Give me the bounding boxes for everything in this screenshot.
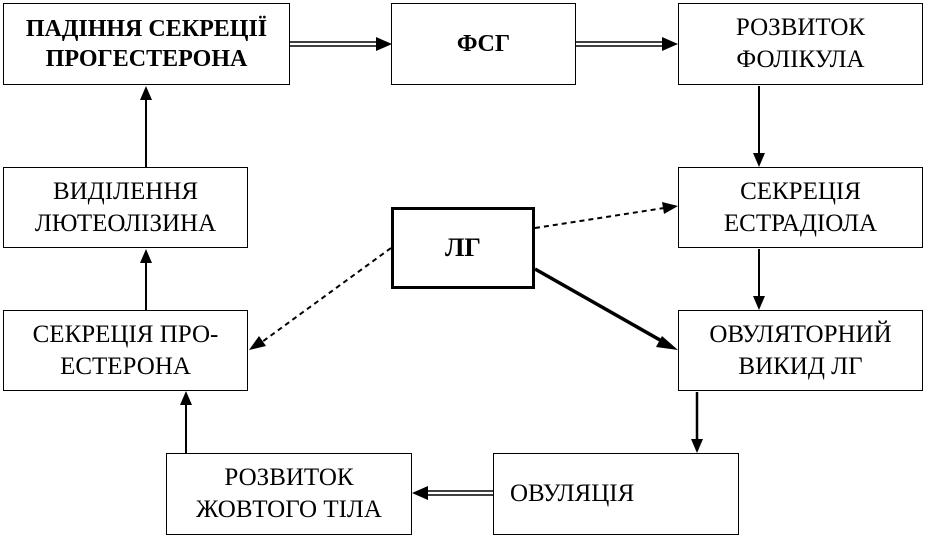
node-ovulation: ОВУЛЯЦІЯ	[493, 453, 739, 535]
node-follicle-growth-line-2: ФОЛІКУЛА	[736, 46, 865, 73]
arrow-corpus-luteum-to-progesterone	[180, 391, 192, 453]
node-progesterone-fall-line-2: ПРОГЕСТЕРОНА	[45, 46, 248, 72]
node-luteolysin: ВИДІЛЕННЯ ЛЮТЕОЛІЗИНА	[3, 167, 248, 248]
arrow-lh-to-lh-surge	[534, 267, 678, 350]
node-follicle-growth: РОЗВИТОК ФОЛІКУЛА	[678, 3, 923, 85]
node-corpus-luteum-line-1: РОЗВИТОК	[224, 464, 354, 491]
node-progesterone-fall: ПАДІННЯ СЕКРЕЦІЇ ПРОГЕСТЕРОНА	[3, 3, 290, 85]
node-estradiol-line-1: СЕКРЕЦІЯ	[740, 177, 861, 205]
node-lh-surge-line-2: ВИКИД ЛГ	[738, 352, 863, 380]
arrow-estradiol-to-lh-surge	[753, 249, 765, 310]
node-follicle-growth-line-1: РОЗВИТОК	[735, 14, 866, 41]
node-progesterone-secretion: СЕКРЕЦІЯ ПРО- ЕСТЕРОНА	[3, 310, 248, 391]
node-estradiol-line-2: ЕСТРАДІОЛА	[723, 209, 878, 237]
node-lh-surge: ОВУЛЯТОРНИЙ ВИКИД ЛГ	[678, 310, 923, 391]
arrow-lh-to-estradiol	[534, 202, 678, 229]
arrow-fsh-to-follicle	[576, 37, 678, 51]
node-lh-surge-line-1: ОВУЛЯТОРНИЙ	[709, 320, 892, 348]
node-corpus-luteum-line-2: ЖОВТОГО ТІЛА	[196, 496, 382, 523]
node-progesterone-secretion-line-1: СЕКРЕЦІЯ ПРО-	[32, 320, 219, 348]
node-luteolysin-line-2: ЛЮТЕОЛІЗИНА	[34, 209, 217, 237]
node-corpus-luteum: РОЗВИТОК ЖОВТОГО ТІЛА	[166, 453, 412, 535]
node-lh: ЛГ	[391, 207, 535, 289]
arrow-luteolysin-to-progesterone-fall	[140, 86, 152, 167]
arrow-progesterone-fall-to-fsh	[290, 37, 392, 51]
node-lh-line-1: ЛГ	[445, 233, 481, 262]
arrow-progesterone-to-luteolysin	[140, 249, 152, 310]
node-ovulation-line-1: ОВУЛЯЦІЯ	[510, 480, 635, 507]
arrow-lh-surge-to-ovulation	[691, 392, 703, 453]
arrow-lh-to-progesterone	[249, 247, 392, 350]
node-progesterone-fall-line-1: ПАДІННЯ СЕКРЕЦІЇ	[25, 16, 268, 42]
arrow-ovulation-to-corpus-luteum	[412, 486, 493, 500]
node-luteolysin-line-1: ВИДІЛЕННЯ	[52, 177, 199, 205]
arrow-follicle-to-estradiol	[753, 86, 765, 167]
node-fsh-line-1: ФСГ	[456, 31, 511, 57]
node-fsh: ФСГ	[391, 3, 576, 85]
node-estradiol: СЕКРЕЦІЯ ЕСТРАДІОЛА	[678, 167, 923, 248]
node-progesterone-secretion-line-2: ЕСТЕРОНА	[60, 352, 191, 380]
